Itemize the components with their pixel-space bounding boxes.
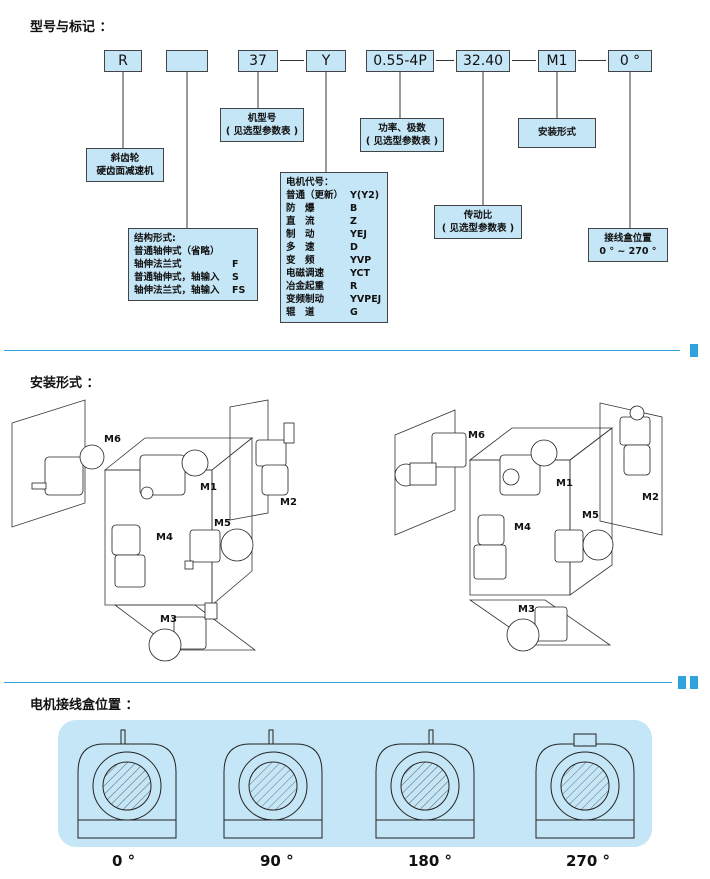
label-helical-reducer: 斜齿轮硬齿面减速机 <box>86 148 164 182</box>
mount-label-m2: M2 <box>642 492 659 503</box>
label-frame-size: 机型号( 见选型参数表 ) <box>220 108 304 142</box>
section-divider <box>4 350 680 351</box>
code-box-ratio: 32.40 <box>456 50 510 72</box>
terminal-box-drawings <box>77 729 635 839</box>
mount-label-m6: M6 <box>468 430 485 441</box>
code-box-r: R <box>104 50 142 72</box>
mount-label-m3: M3 <box>160 614 177 625</box>
code-box-mounting: M1 <box>538 50 576 72</box>
label-ratio: 传动比( 见选型参数表 ) <box>434 205 522 239</box>
label-power-poles: 功率、极数( 见选型参数表 ) <box>360 118 444 152</box>
code-box-frame: 37 <box>238 50 278 72</box>
section-marker <box>678 676 686 689</box>
section-divider <box>4 682 672 683</box>
code-separator <box>280 60 304 61</box>
mount-label-m4: M4 <box>514 522 531 533</box>
terminal-label-270: 270 ° <box>566 852 611 870</box>
mount-label-m2: M2 <box>280 497 297 508</box>
code-box-motor: Y <box>306 50 346 72</box>
mount-label-m1: M1 <box>556 478 573 489</box>
code-separator <box>512 60 536 61</box>
section-marker <box>690 676 698 689</box>
terminal-label-90: 90 ° <box>260 852 294 870</box>
terminal-label-0: 0 ° <box>112 852 136 870</box>
structure-title: 结构形式: <box>134 233 176 244</box>
mount-label-m5: M5 <box>214 518 231 529</box>
code-box-structure <box>166 50 208 72</box>
terminal-label-180: 180 ° <box>408 852 453 870</box>
section-title-mounting: 安装形式 ： <box>30 376 100 391</box>
label-mounting-type: 安装形式 <box>518 118 596 148</box>
connector-lines <box>122 72 631 228</box>
code-box-power: 0.55-4P <box>366 50 434 72</box>
mount-label-m6: M6 <box>104 434 121 445</box>
code-separator <box>578 60 606 61</box>
mount-label-m1: M1 <box>200 482 217 493</box>
mount-label-m4: M4 <box>156 532 173 543</box>
section-title-model: 型号与标记 ： <box>30 20 113 35</box>
code-separator <box>436 60 454 61</box>
mount-label-m3: M3 <box>518 604 535 615</box>
section-marker <box>690 344 698 357</box>
motor-title: 电机代号： <box>286 177 334 188</box>
mounting-diagrams <box>11 399 663 662</box>
mount-label-m5: M5 <box>582 510 599 521</box>
section-title-terminal: 电机接线盒位置 ： <box>30 698 139 713</box>
code-box-terminal: 0 ° <box>608 50 652 72</box>
